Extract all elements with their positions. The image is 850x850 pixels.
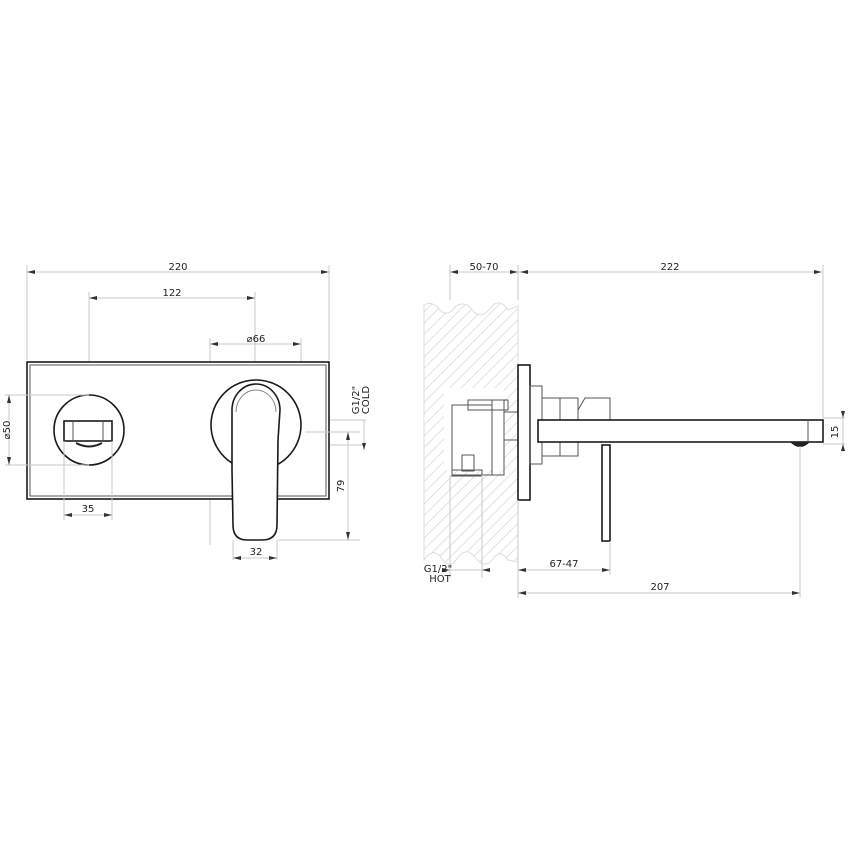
- cold-inlet-thread: G1/2": [351, 386, 362, 414]
- dim-handle-67-47: 67-47: [549, 559, 578, 570]
- dim-reach-207: 207: [650, 582, 669, 593]
- dim-handle-32: 32: [250, 547, 263, 558]
- hot-inlet-thread: G1/2": [424, 564, 452, 575]
- dim-rosette-50: ⌀50: [2, 421, 13, 440]
- dim-rosette-66: ⌀66: [247, 334, 266, 345]
- cold-inlet-label: COLD: [361, 386, 372, 414]
- dim-spout-35: 35: [82, 504, 95, 515]
- dim-axis-122: 122: [162, 288, 181, 299]
- handle-side: [601, 444, 611, 542]
- hot-inlet-label: HOT: [429, 574, 451, 585]
- side-view: 50-70 222 15: [423, 262, 845, 598]
- dim-total-222: 222: [660, 262, 679, 273]
- mixer-handle: [231, 383, 281, 541]
- dim-width-220: 220: [168, 262, 187, 273]
- spout-side: [537, 419, 824, 443]
- front-view: 220 122 ⌀66 ⌀50: [2, 262, 372, 560]
- wall-plate-side: [517, 364, 531, 501]
- dim-spout-15: 15: [830, 426, 841, 439]
- spout-outlet: [63, 420, 113, 442]
- dim-handle-79: 79: [336, 480, 347, 493]
- dim-wall-depth: 50-70: [469, 262, 498, 273]
